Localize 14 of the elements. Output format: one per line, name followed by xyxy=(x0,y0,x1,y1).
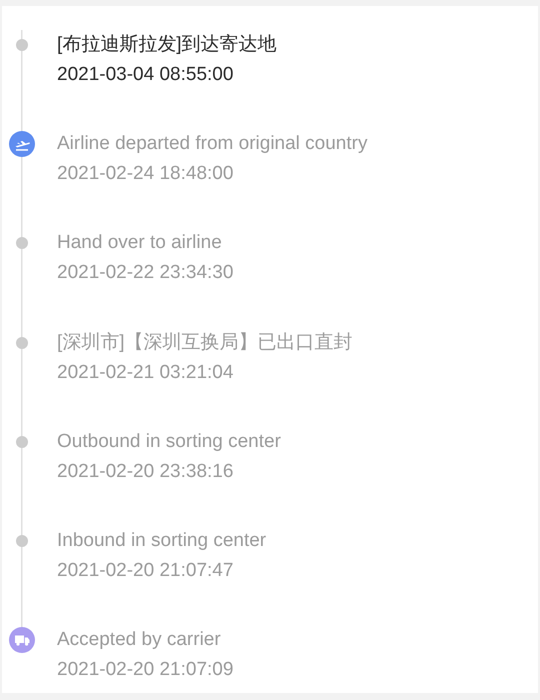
timestamp-text: 2021-02-20 23:38:16 xyxy=(57,460,234,484)
timestamp-text: 2021-02-24 18:48:00 xyxy=(57,162,234,186)
status-text: Accepted by carrier xyxy=(57,628,221,652)
timestamp-text: 2021-02-20 21:07:47 xyxy=(57,559,234,583)
status-text: Inbound in sorting center xyxy=(57,529,266,553)
timestamp-text: 2021-02-22 23:34:30 xyxy=(57,261,234,286)
status-text: Hand over to airline xyxy=(57,231,222,256)
status-text: Airline departed from original country xyxy=(57,132,368,156)
status-text: Outbound in sorting center xyxy=(57,430,281,454)
timestamp-text: 2021-02-21 03:21:04 xyxy=(57,360,234,385)
timestamp-text: 2021-02-20 21:07:09 xyxy=(57,658,234,682)
status-text: [布拉迪斯拉发]到达寄达地 xyxy=(57,33,277,57)
timestamp-text: 2021-03-04 08:55:00 xyxy=(57,63,234,87)
status-text: [深圳市]【深圳互换局】已出口直封 xyxy=(57,330,353,355)
